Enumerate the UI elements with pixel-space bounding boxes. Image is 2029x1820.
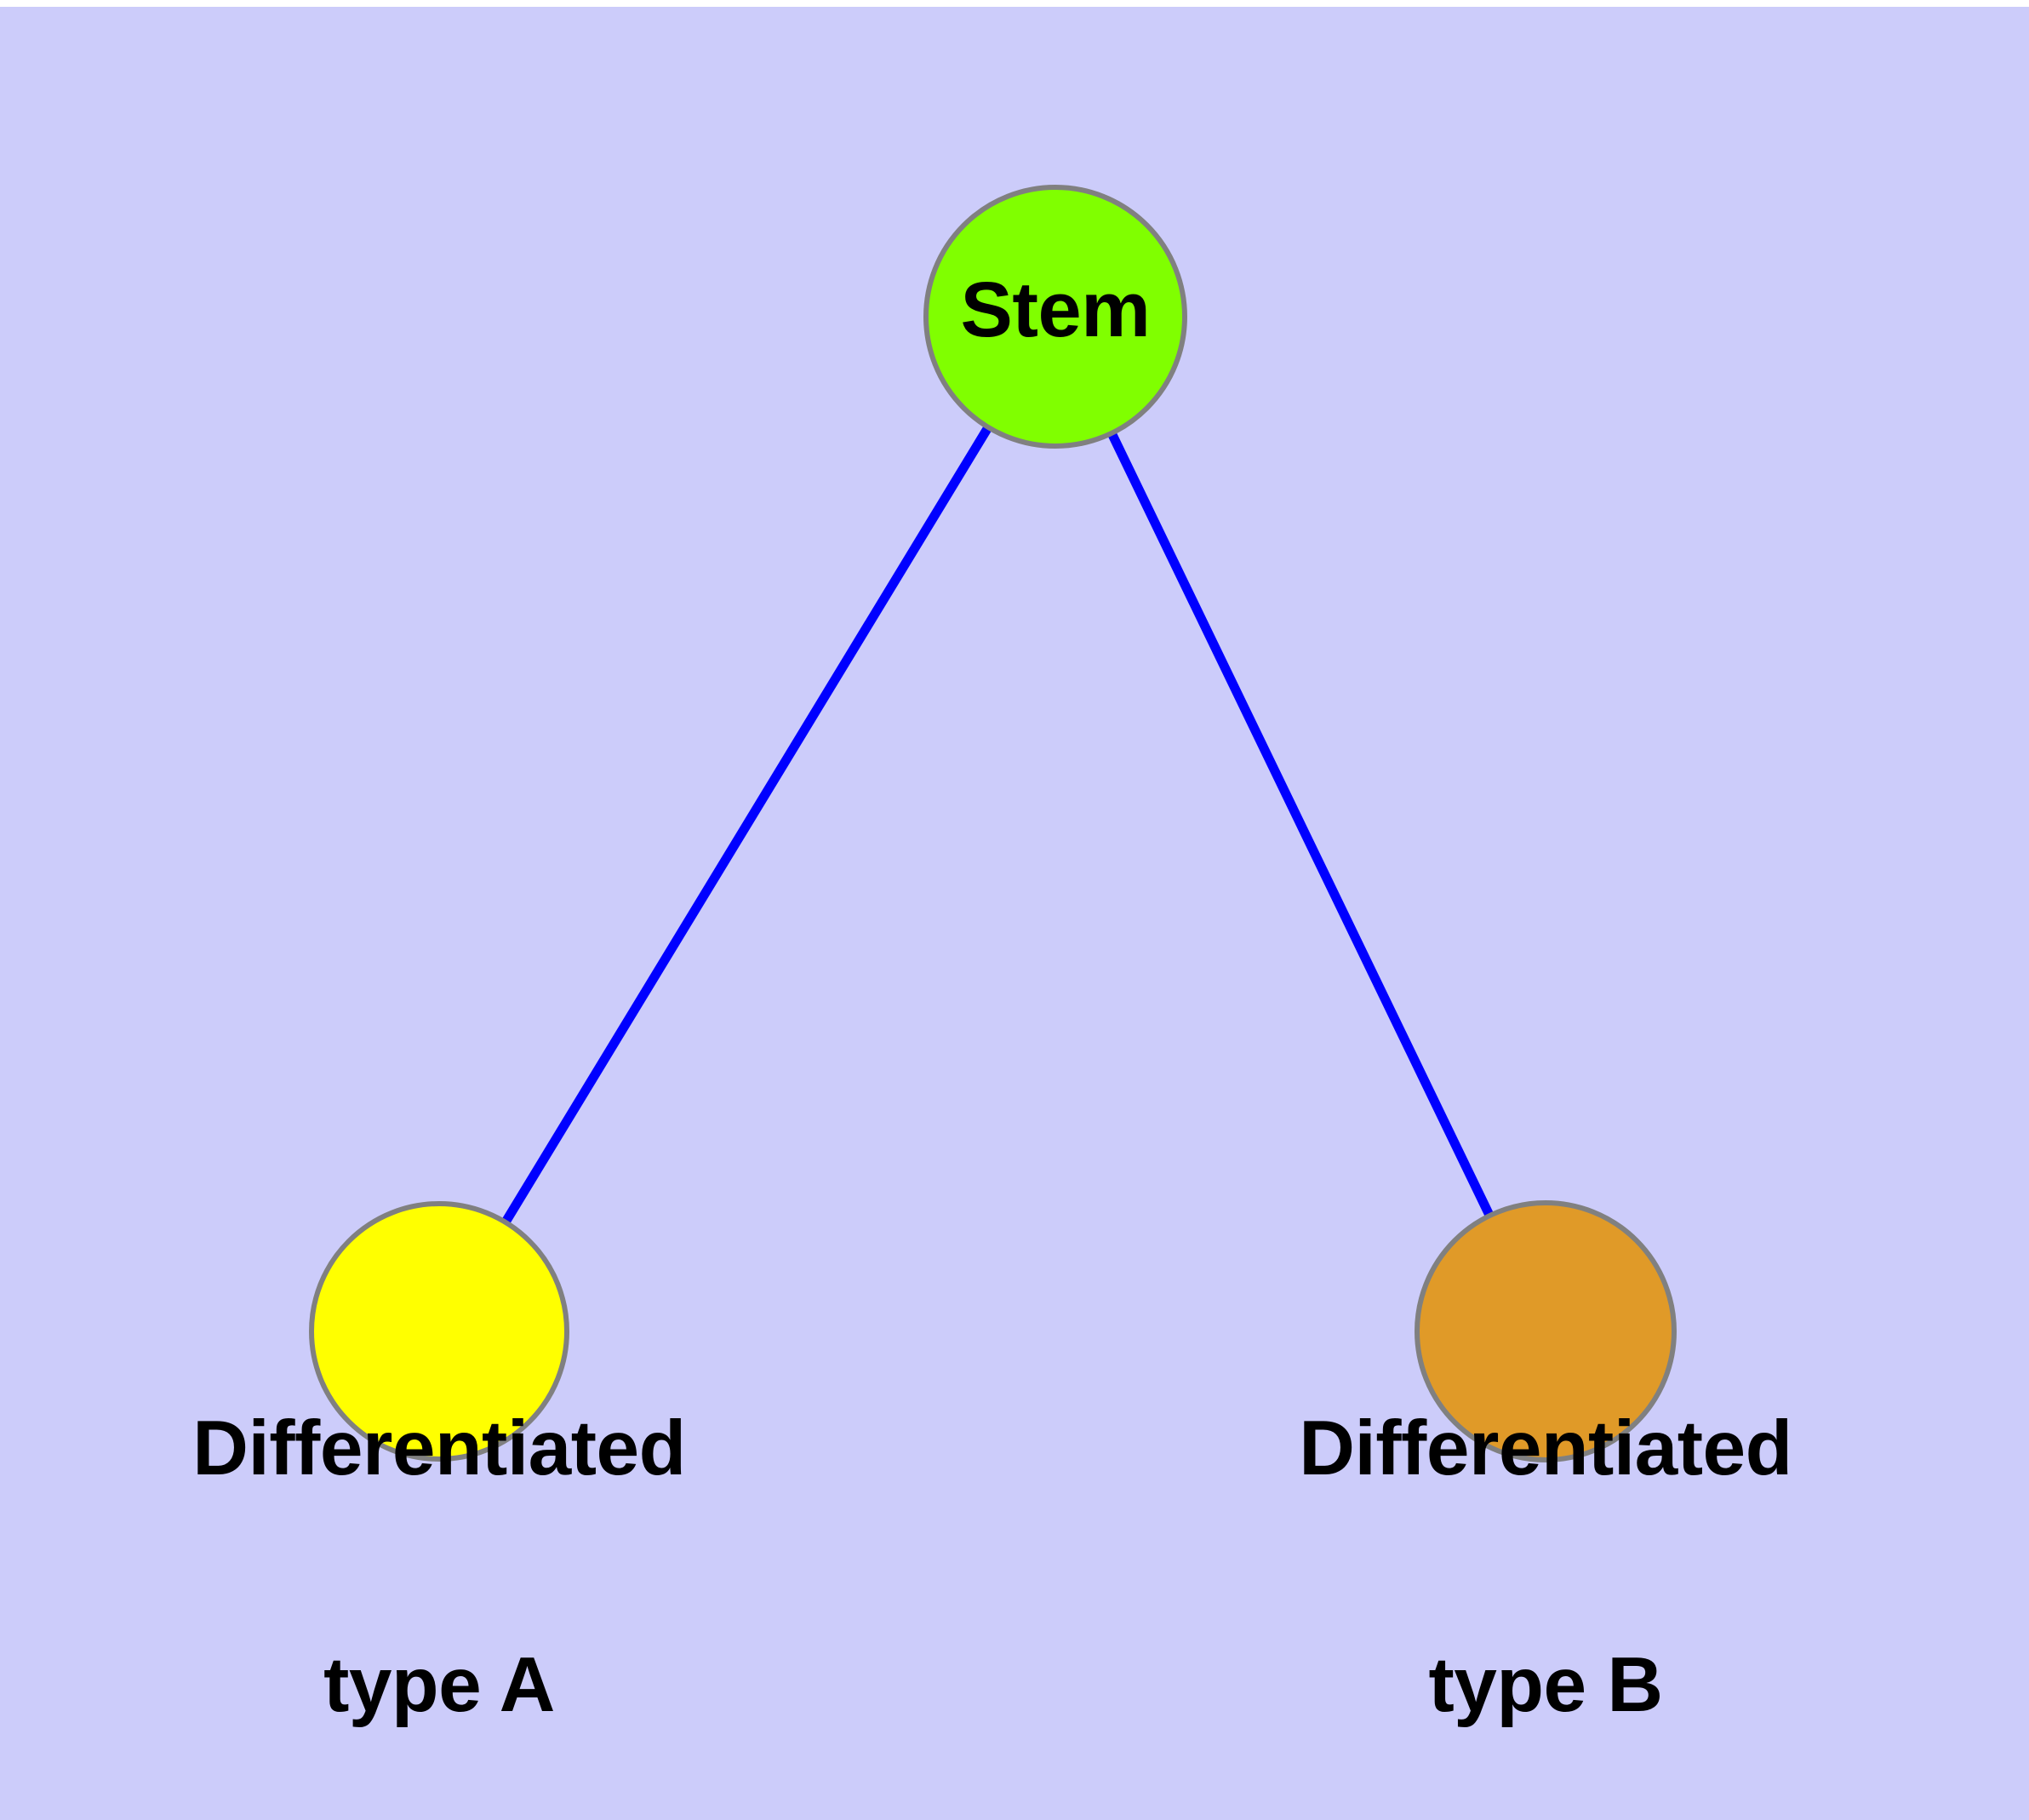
top-white-strip <box>0 0 2029 7</box>
node-differentiated-type-b[interactable] <box>1415 1200 1677 1462</box>
node-layer <box>309 185 1677 1462</box>
node-differentiated-type-a[interactable] <box>309 1201 569 1462</box>
edge-stem-to-differentiated-type-b <box>1051 314 1550 1334</box>
edge-stem-to-differentiated-type-a <box>435 314 1060 1334</box>
edge-layer <box>435 314 1550 1334</box>
node-stem[interactable] <box>923 185 1187 449</box>
